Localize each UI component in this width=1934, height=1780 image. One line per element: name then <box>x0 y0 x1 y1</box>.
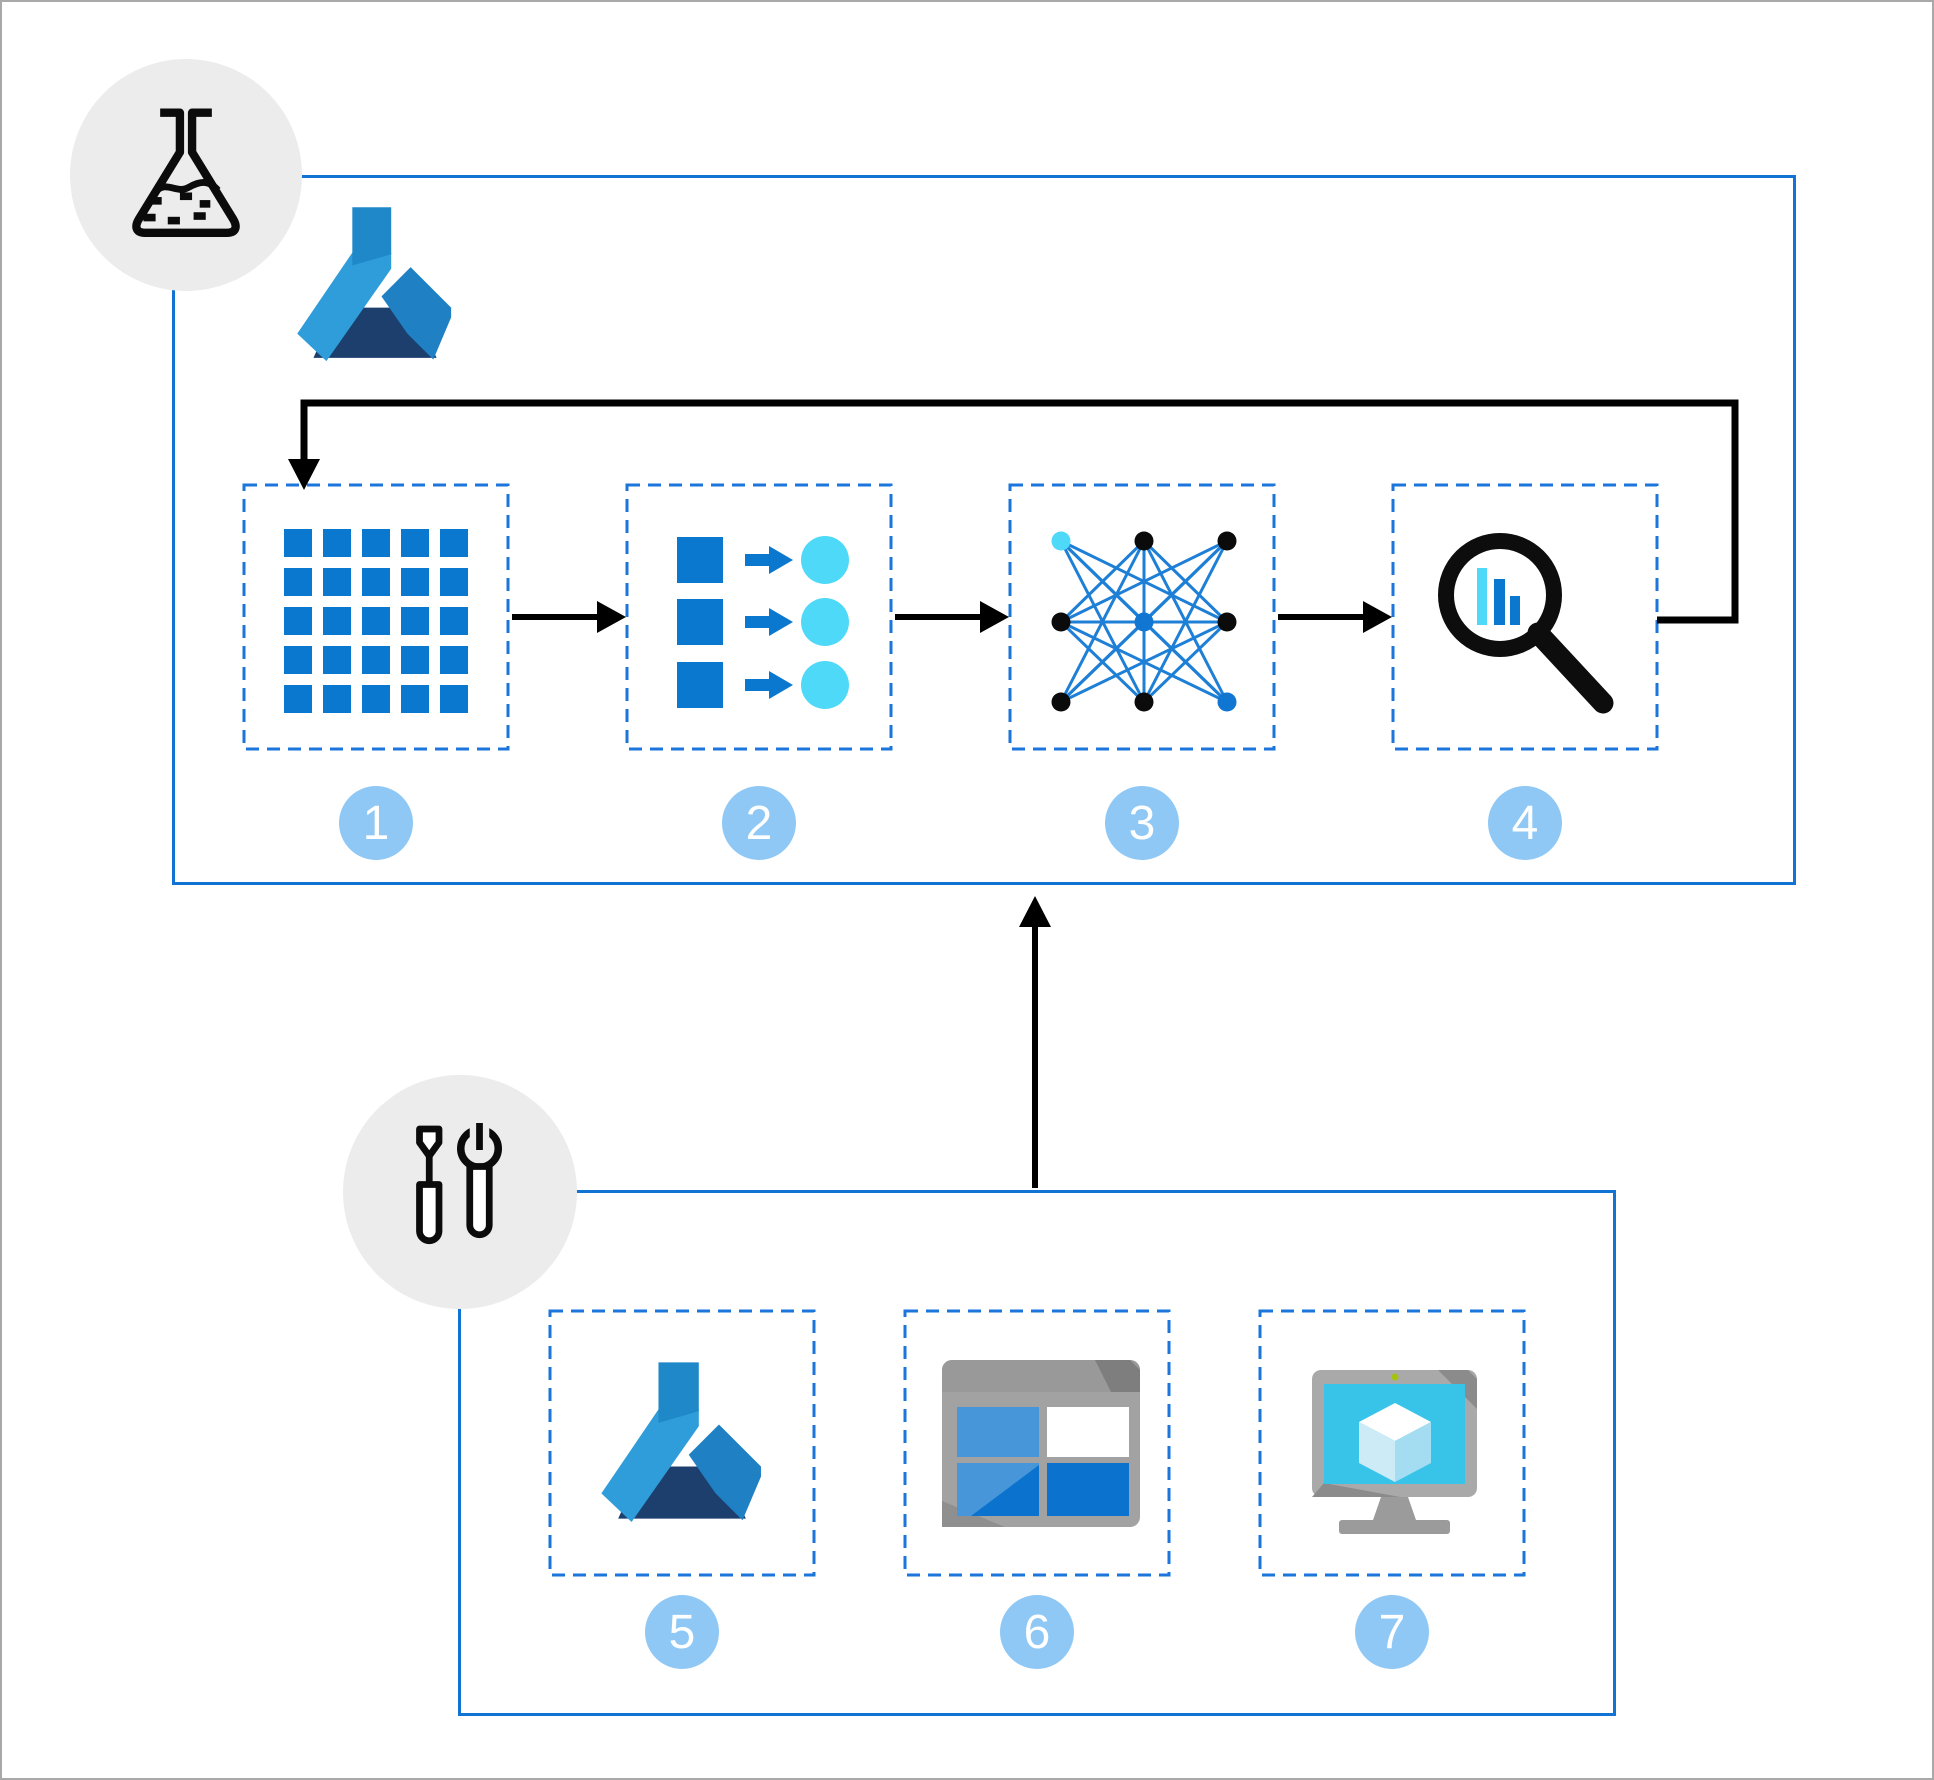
step-badge-5: 5 <box>645 1595 719 1669</box>
wrench-icon <box>457 1120 502 1239</box>
step-box-5 <box>550 1311 814 1575</box>
step-badge-4: 4 <box>1488 786 1562 860</box>
arrow-tools-to-pipeline <box>1019 896 1051 1188</box>
neural-network-icon <box>1051 531 1237 712</box>
azure-machine-learning-logo <box>297 207 452 362</box>
step-number: 1 <box>362 796 390 850</box>
azure-ml-logo-top <box>294 204 456 371</box>
step-box-6 <box>905 1311 1169 1575</box>
experiment-flask-icon <box>132 108 240 237</box>
experiment-flask-circle <box>70 59 302 291</box>
screwdriver-icon <box>416 1125 443 1245</box>
step-box-1 <box>244 485 508 749</box>
experiment-pipeline-container <box>172 175 1796 885</box>
step-number: 6 <box>1023 1605 1051 1659</box>
dataset-grid-icon <box>284 529 468 713</box>
step-box-7 <box>1260 1311 1524 1575</box>
step-box-3 <box>1010 485 1274 749</box>
azure-machine-learning-logo <box>601 1362 761 1522</box>
step-badge-6: 6 <box>1000 1595 1074 1669</box>
tools-icon <box>416 1120 502 1245</box>
step-badge-3: 3 <box>1105 786 1179 860</box>
step-badge-1: 1 <box>339 786 413 860</box>
featurization-transform-icon <box>677 536 849 709</box>
tools-container <box>458 1190 1616 1716</box>
step-number: 4 <box>1511 796 1539 850</box>
step-number: 2 <box>745 796 773 850</box>
tools-circle <box>343 1075 577 1309</box>
step-number: 3 <box>1128 796 1156 850</box>
step-box-4 <box>1393 485 1657 749</box>
step-box-2 <box>627 485 891 749</box>
step-number: 5 <box>668 1605 696 1659</box>
step-badge-7: 7 <box>1355 1595 1429 1669</box>
designer-window-icon <box>942 1360 1140 1527</box>
step-badge-2: 2 <box>722 786 796 860</box>
step-number: 7 <box>1378 1605 1406 1659</box>
virtual-machine-icon <box>1312 1370 1477 1534</box>
evaluate-magnifier-icon <box>1438 533 1614 714</box>
